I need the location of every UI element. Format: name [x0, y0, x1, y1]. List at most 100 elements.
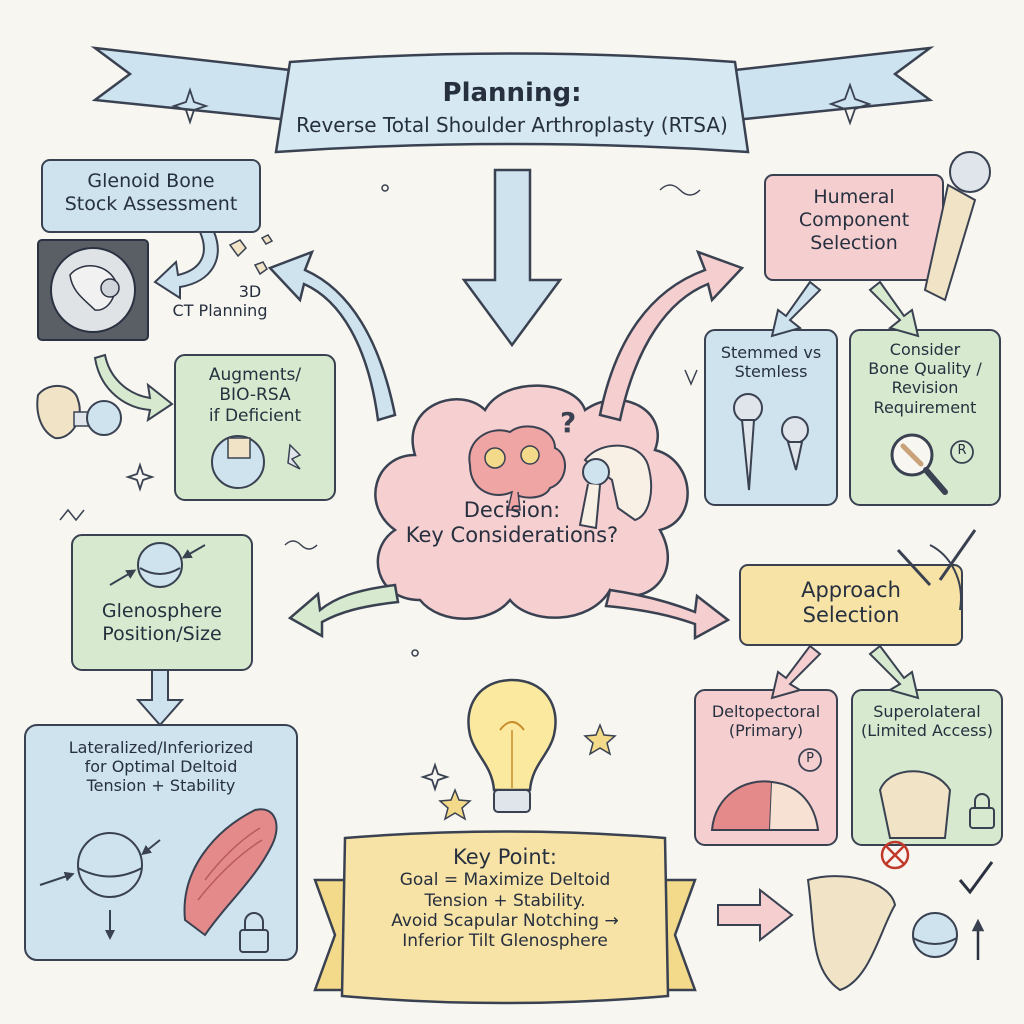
ct-planning-label: 3D CT Planning [155, 282, 285, 320]
humeral-line-3: Selection [810, 231, 898, 254]
supero-line-1: Superolateral [873, 702, 981, 721]
lightbulb-icon [467, 678, 557, 813]
delto-line-1: Deltopectoral [711, 702, 821, 721]
approach-title: Approach Selection [740, 578, 962, 628]
arrow-ct-to-augments [93, 353, 174, 423]
bone-line-1: Consider [889, 340, 961, 359]
keypoint-line-3: Tension + Stability. [424, 890, 586, 911]
glenoid-implant-icon [36, 385, 122, 440]
ct-scan-icon [37, 239, 149, 341]
arrow-approach-to-supero [868, 644, 920, 700]
stemmed-label: Stemmed vs Stemless [705, 343, 837, 381]
humeral-title: Humeral Component Selection [765, 186, 943, 254]
keypoint-line-2: Goal = Maximize Deltoid [399, 870, 611, 891]
humerus-implant-icon [923, 151, 991, 302]
glenoid-title: Glenoid Bone Stock Assessment [42, 170, 260, 216]
glenosphere-title: Glenosphere Position/Size [72, 600, 252, 646]
chest-muscle-icon [710, 780, 820, 831]
inferior-tilt-sphere-icon [912, 912, 958, 958]
bone-line-4: Requirement [873, 397, 977, 417]
decision-cloud [374, 384, 689, 620]
arrow-approach-to-delto [770, 644, 822, 700]
scapula-icon [806, 875, 897, 992]
keypoint-line-1: Key Point: [453, 845, 557, 869]
delto-line-2: (Primary) [728, 721, 804, 741]
keypoint-line-5: Inferior Tilt Glenosphere [402, 931, 608, 952]
glenoid-box [41, 159, 261, 233]
augment-sphere-icon [211, 435, 302, 489]
brain-gears-icon: ? [468, 406, 576, 511]
doodle-decorations [59, 184, 701, 657]
sparkle-decorations [125, 82, 872, 792]
decision-line-2: Key Considerations? [405, 523, 619, 548]
keypoint-line-4: Avoid Scapular Notching → [391, 910, 619, 931]
deltopectoral-label: Deltopectoral (Primary) [695, 702, 837, 740]
shoulder-lateral-icon [878, 770, 952, 839]
badge-p-text: P [806, 751, 814, 766]
ct-line-2: CT Planning [172, 301, 268, 321]
arrow-center-to-glenosphere [287, 583, 400, 639]
supero-line-2: (Limited Access) [860, 721, 993, 741]
ct-line-1: 3D [238, 282, 262, 301]
bone-line-2: Bone Quality / [868, 359, 982, 379]
arrow-keypoint-to-scapula [717, 887, 794, 943]
glenoid-line-2: Stock Assessment [64, 192, 238, 215]
stemless-implant-icon [781, 416, 809, 471]
stemmed-implant-icon [733, 393, 763, 491]
glenosphere-line-2: Position/Size [102, 622, 222, 645]
augments-label: Augments/ BIO-RSA if Deficient [175, 365, 335, 426]
glenosphere-line-1: Glenosphere [101, 600, 223, 622]
lateralized-line-2: for Optimal Deltoid [84, 757, 238, 777]
arrow-center-to-humeral [598, 249, 745, 422]
lateralized-sphere-icon [39, 832, 161, 940]
lateralized-label: Lateralized/Inferiorized for Optimal Del… [25, 738, 297, 796]
arrow-humeral-to-stemmed [770, 280, 822, 338]
flow-arrows [93, 168, 920, 943]
lateralized-line-1: Lateralized/Inferiorized [68, 738, 254, 757]
surgical-tools-icon [896, 529, 977, 611]
stemmed-line-1: Stemmed vs [720, 343, 822, 362]
humeral-line-1: Humeral [813, 186, 895, 208]
superolateral-label: Superolateral (Limited Access) [852, 702, 1002, 740]
arrow-center-to-approach [604, 588, 731, 641]
stemmed-box [704, 329, 838, 506]
arrow-humeral-to-bone [868, 280, 920, 338]
lock-small-icon [969, 793, 995, 829]
title-line-2: Reverse Total Shoulder Arthroplasty (RTS… [296, 113, 728, 138]
humeral-line-2: Component [798, 208, 910, 231]
bone-fragments-icon [228, 234, 274, 276]
arrow-center-to-glenoid [267, 249, 397, 422]
star-decorations [438, 722, 617, 821]
decision-text: Decision: Key Considerations? [400, 498, 624, 548]
checkmark-icon [958, 861, 994, 895]
keypoint-text: Key Point: Goal = Maximize Deltoid Tensi… [350, 845, 660, 952]
approach-line-2: Selection [802, 603, 900, 628]
approach-box [739, 564, 963, 646]
approach-line-1: Approach [801, 578, 901, 602]
glenoid-line-1: Glenoid Bone [87, 170, 215, 192]
keypoint-scroll [313, 830, 697, 1005]
arrow-glenosphere-to-detail [135, 669, 185, 727]
augments-line-1: Augments/ [208, 365, 302, 385]
lock-icon [239, 912, 269, 953]
bone-line-3: Revision [891, 378, 959, 398]
badge-p-icon [798, 748, 822, 772]
title-line-1: Planning: [442, 78, 582, 108]
lateralized-line-3: Tension + Stability [86, 776, 236, 796]
bone-quality-box [849, 329, 1001, 506]
badge-r-text: R [957, 443, 967, 458]
badge-r-icon [950, 440, 974, 464]
augments-line-3: if Deficient [208, 405, 302, 426]
arrow-title-to-center [461, 168, 563, 348]
stemmed-line-2: Stemless [734, 362, 808, 382]
glenosphere-icon [109, 542, 206, 588]
augments-line-2: BIO-RSA [219, 385, 291, 406]
bone-quality-label: Consider Bone Quality / Revision Require… [850, 340, 1000, 417]
decision-line-1: Decision: [463, 498, 561, 522]
deltoid-muscle-icon [183, 808, 278, 937]
arrow-glenoid-to-ct [153, 231, 219, 300]
title-banner [90, 46, 935, 154]
magnifier-bone-icon [890, 433, 948, 495]
